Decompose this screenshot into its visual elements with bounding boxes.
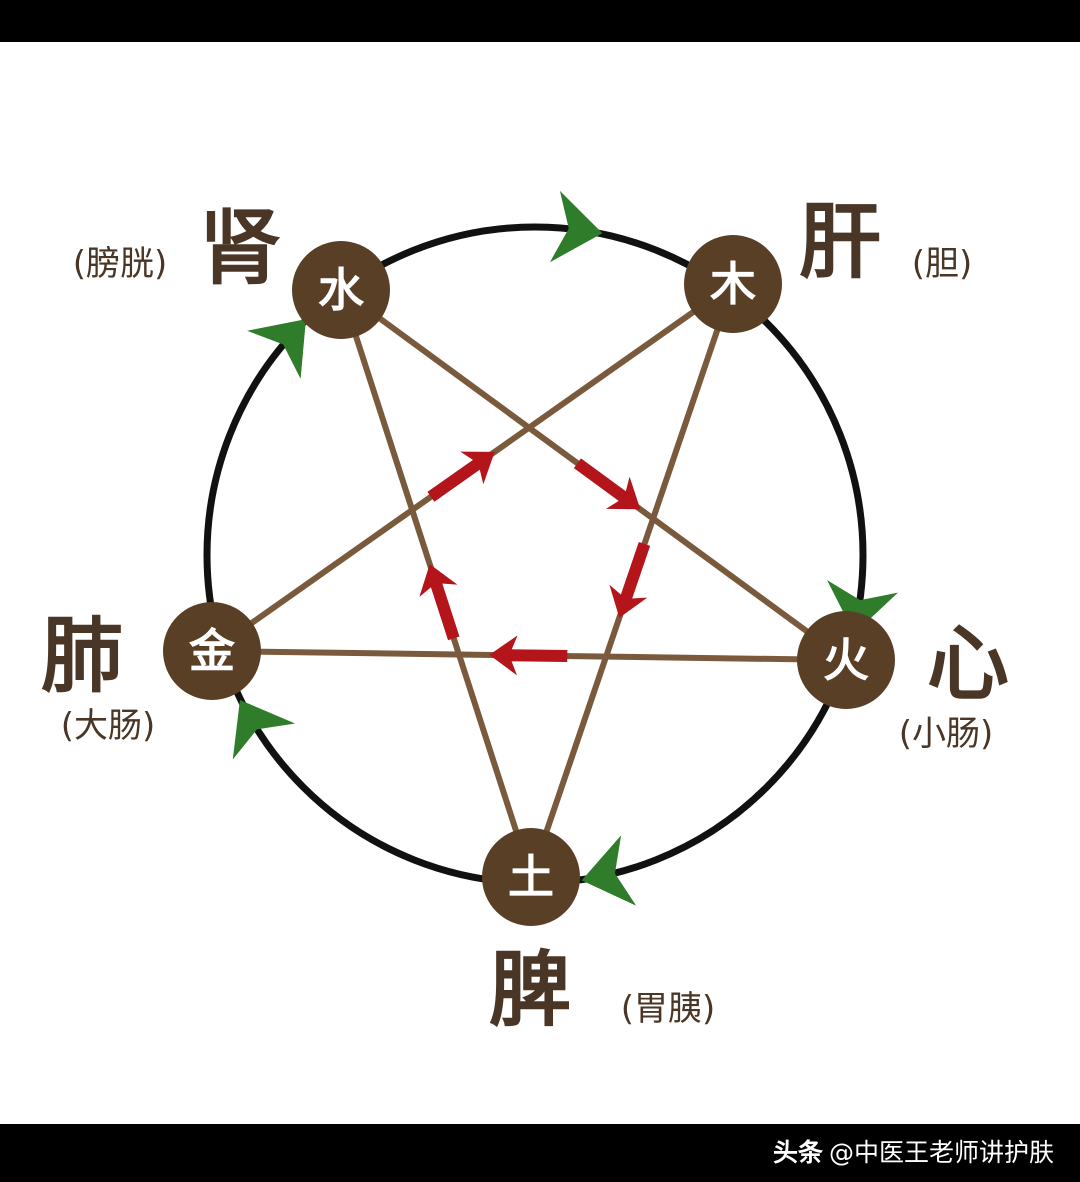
paired-label-large-intestine: (大肠) [61, 706, 156, 746]
control-arrow-metal-wood [427, 451, 495, 502]
watermark-brand: 头条 [772, 1138, 823, 1167]
generate-chevron-2 [827, 580, 898, 634]
node-metal-label: 金 [188, 624, 236, 678]
generating-arrows [232, 190, 898, 906]
organ-label-kidney: 肾 [199, 200, 281, 296]
node-earth-label: 土 [508, 850, 554, 904]
node-metal: 金 [163, 602, 261, 700]
control-arrow-wood-earth [609, 541, 651, 618]
generate-chevron-5 [247, 319, 306, 379]
node-water: 水 [292, 241, 390, 339]
organ-label-liver: 肝 [799, 194, 881, 290]
generate-chevron-1 [549, 190, 603, 263]
control-arrow-fire-metal [489, 635, 568, 676]
node-fire: 火 [797, 611, 895, 709]
node-wood-circle [684, 235, 782, 333]
five-elements-diagram: 水 木 火 土 金 肾 (膀胱) 肝 (胆) 心 (小肠) 脾 (胃胰) 肺 (… [41, 190, 1009, 1038]
watermark-account: @中医王老师讲护肤 [828, 1138, 1054, 1167]
watermark: 头条@中医王老师讲护肤 [773, 1124, 1054, 1182]
paired-label-bladder: (膀胱) [73, 244, 168, 284]
generate-chevron-4 [232, 699, 296, 760]
paired-label-small-intestine: (小肠) [899, 714, 994, 754]
paired-label-gallbladder: (胆) [912, 244, 973, 284]
control-arrow-earth-water [419, 564, 460, 641]
controlling-arrows [419, 451, 651, 676]
node-water-circle [292, 241, 390, 339]
node-fire-label: 火 [823, 633, 869, 687]
paired-label-stomach-pancreas: (胃胰) [621, 989, 716, 1029]
generate-chevron-3 [581, 835, 637, 906]
organ-label-heart: 心 [927, 616, 1009, 712]
top-bar [0, 0, 1080, 42]
node-earth: 土 [482, 828, 580, 926]
organ-label-lung: 肺 [41, 608, 123, 704]
organ-label-spleen: 脾 [489, 942, 571, 1038]
node-earth-circle [482, 828, 580, 926]
node-wood: 木 [684, 235, 782, 333]
control-arrow-water-fire [573, 458, 641, 510]
node-water-label: 水 [318, 263, 365, 317]
bottom-bar [0, 1124, 1080, 1182]
node-fire-circle [797, 611, 895, 709]
node-metal-circle [163, 602, 261, 700]
node-wood-label: 木 [710, 257, 756, 311]
